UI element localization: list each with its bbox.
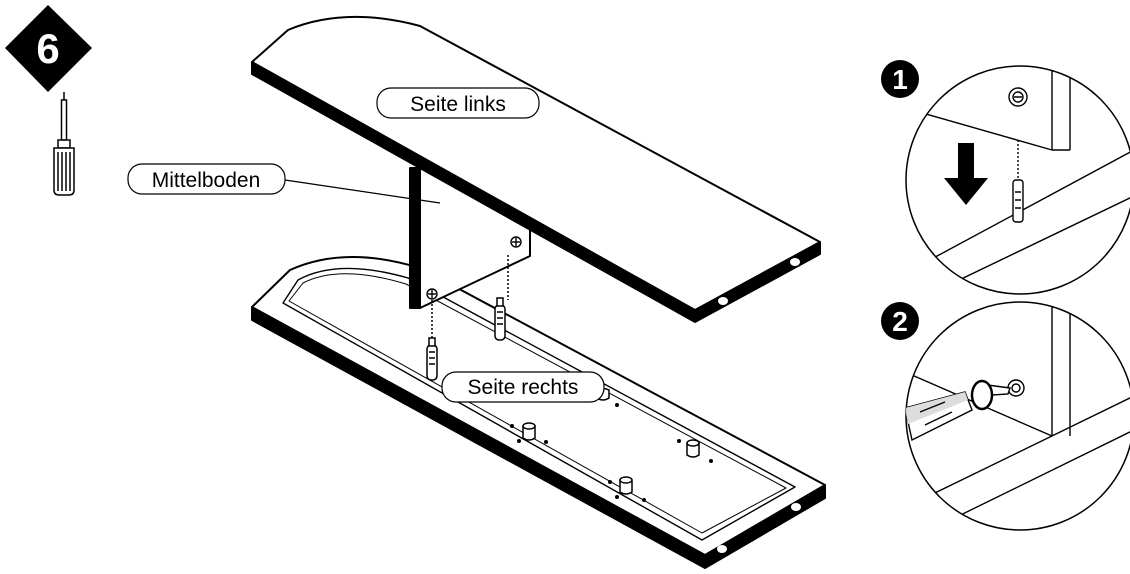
screwdriver-icon: [53, 92, 75, 196]
label-middle-shelf: Mittelboden: [127, 163, 441, 204]
step-number: 6: [36, 25, 59, 72]
dowel-pin-2: [494, 297, 506, 341]
shelf-screw-1: [510, 236, 522, 248]
detail-2-view: [905, 301, 1130, 531]
detail-1-badge: 1: [881, 60, 919, 98]
label-left-side: Seite links: [376, 87, 540, 119]
detail-1-view: [905, 65, 1130, 295]
arrow-down-icon: [944, 143, 988, 205]
right-side-board: [251, 256, 826, 569]
cam-fitting-3: [619, 476, 633, 495]
detail-screwdriver-icon: [906, 379, 1011, 442]
dowel-pins: [426, 255, 509, 381]
dowel-pin-1: [426, 337, 438, 381]
shelf-screw-2: [426, 288, 438, 300]
label-right-side: Seite rechts: [441, 371, 605, 403]
cam-fitting-1: [522, 422, 536, 441]
label-middle-shelf-text: Mittelboden: [152, 169, 261, 192]
step-badge: 6: [5, 5, 92, 92]
detail-2-number: 2: [892, 306, 908, 337]
label-left-side-text: Seite links: [410, 93, 506, 116]
detail-2-badge: 2: [881, 302, 919, 340]
cam-fitting-2: [686, 439, 700, 458]
detail-1-number: 1: [892, 64, 908, 95]
label-right-side-text: Seite rechts: [468, 376, 579, 399]
